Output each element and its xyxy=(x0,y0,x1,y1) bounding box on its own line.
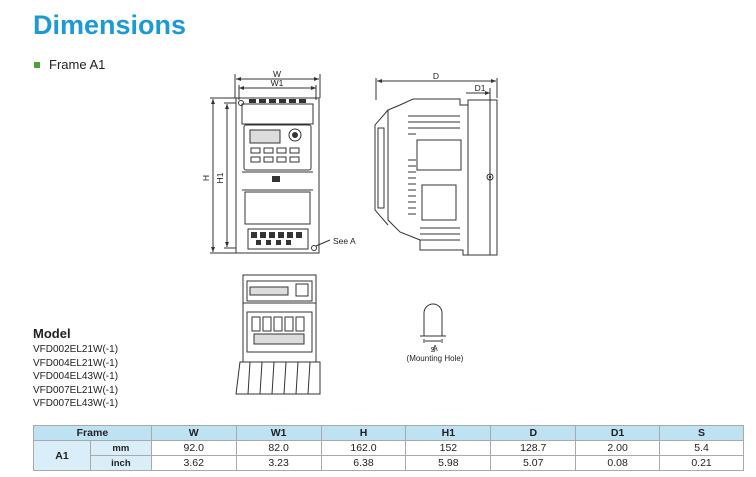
bottom-view xyxy=(235,274,321,395)
frame-label-text: Frame A1 xyxy=(49,57,106,72)
column-header: H1 xyxy=(405,425,492,441)
model-heading: Model xyxy=(33,326,71,341)
frame-cell: A1 xyxy=(33,440,91,471)
table-cell: 2.00 xyxy=(575,440,661,456)
dim-label-w1: W1 xyxy=(271,78,284,88)
column-header: S xyxy=(659,425,744,441)
table-cell: 6.38 xyxy=(320,455,407,471)
frame-label: Frame A1 xyxy=(34,57,105,72)
table-row: inch 3.62 3.23 6.38 5.98 5.07 0.08 0.21 xyxy=(34,455,744,471)
table-header-row: Frame W W1 H H1 D D1 S xyxy=(33,425,744,441)
model-list: VFD002EL21W(-1) VFD004EL21W(-1) VFD004EL… xyxy=(33,343,118,411)
dim-label-h: H xyxy=(201,175,211,181)
unit-cell: mm xyxy=(89,440,152,456)
column-header: D xyxy=(490,425,577,441)
front-view xyxy=(210,74,331,254)
see-a-label: See A xyxy=(333,236,356,246)
table-cell: 0.08 xyxy=(575,455,661,471)
table-cell: 128.7 xyxy=(490,440,577,456)
unit-cell: inch xyxy=(89,455,152,471)
bullet-icon xyxy=(34,61,40,68)
dim-label-d: D xyxy=(433,71,439,81)
side-view xyxy=(374,78,498,256)
table-cell: 5.07 xyxy=(490,455,577,471)
page-title: Dimensions xyxy=(33,10,187,40)
dim-label-h1: H1 xyxy=(215,172,225,183)
column-header: H xyxy=(320,425,407,441)
list-item: VFD007EL43W(-1) xyxy=(33,398,119,410)
dimension-drawing: W W1 H H1 See A D D1 S . . A (Mounting H… xyxy=(201,69,498,395)
dim-label-s: S xyxy=(430,345,435,354)
table-cell: 82.0 xyxy=(235,440,322,456)
list-item: VFD004EL21W(-1) xyxy=(33,357,119,369)
column-header: D1 xyxy=(575,425,661,441)
table-cell: 162.0 xyxy=(320,440,407,456)
dim-label-d1: D1 xyxy=(475,83,486,93)
list-item: VFD004EL43W(-1) xyxy=(33,371,119,383)
column-header: Frame xyxy=(33,425,152,441)
table-cell: 5.98 xyxy=(405,455,492,471)
table-cell: 152 xyxy=(405,440,492,456)
hole-label-a: A xyxy=(432,344,438,353)
table-cell: 92.0 xyxy=(150,440,237,456)
table-cell: 3.62 xyxy=(150,455,237,471)
hole-caption: (Mounting Hole) xyxy=(407,354,464,363)
table-cell: 3.23 xyxy=(235,455,322,471)
mounting-hole-detail xyxy=(420,303,446,343)
list-item: VFD002EL21W(-1) xyxy=(33,344,119,355)
dimensions-table: Frame W W1 H H1 D D1 S A1 mm 92.0 82.0 1… xyxy=(33,425,744,471)
table-row: A1 mm 92.0 82.0 162.0 152 128.7 2.00 5.4 xyxy=(33,440,744,471)
table-cell: 0.21 xyxy=(659,455,744,471)
table-cell: 5.4 xyxy=(659,440,744,456)
list-item: VFD007EL21W(-1) xyxy=(33,384,119,396)
dim-label-w: W xyxy=(273,69,281,79)
column-header: W xyxy=(150,425,237,441)
column-header: W1 xyxy=(235,425,322,441)
